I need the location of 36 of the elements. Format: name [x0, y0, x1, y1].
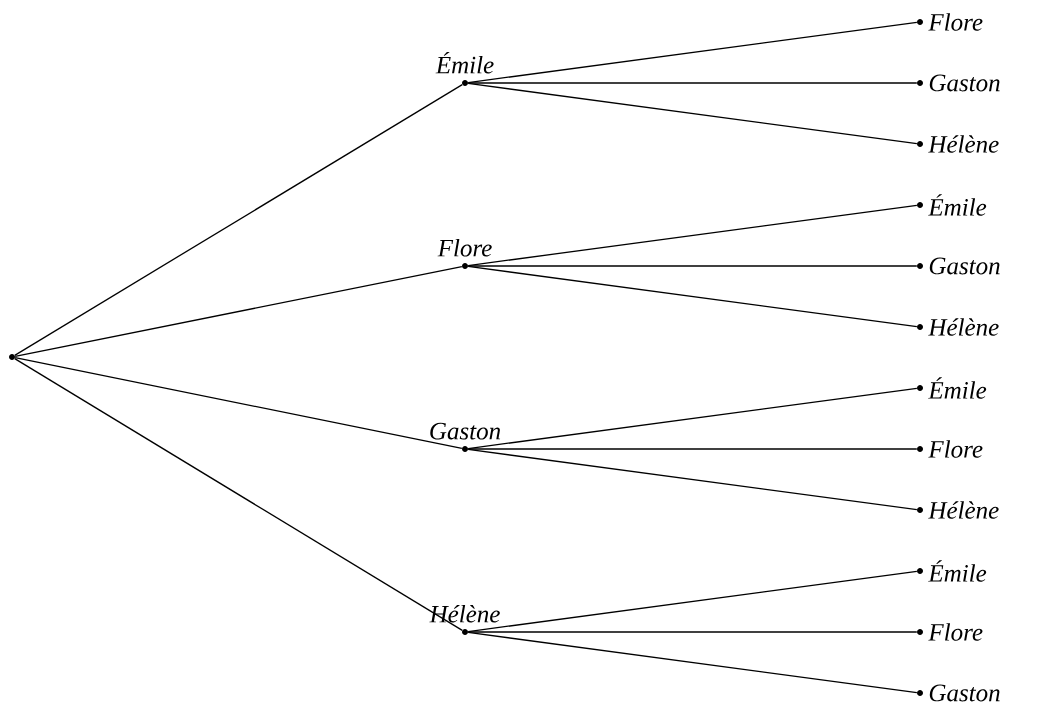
tree-node: Émile	[917, 194, 987, 216]
tree-node: Gaston	[430, 422, 501, 452]
node-label: Flore	[928, 13, 983, 31]
branch-line	[467, 265, 918, 267]
node-label: Émile	[928, 194, 987, 216]
branch-line	[467, 265, 918, 328]
tree-node: Hélène	[917, 501, 999, 519]
tree-node: Gaston	[917, 684, 1000, 702]
tree-node: Flore	[917, 623, 983, 641]
node-label: Émile	[928, 377, 987, 399]
branch-line	[14, 265, 463, 357]
branch-line	[467, 631, 918, 694]
node-label: Flore	[928, 623, 983, 641]
node-label: Émile	[435, 51, 494, 74]
node-label: Flore	[437, 239, 492, 257]
tree-node: Gaston	[917, 74, 1000, 92]
tree-node: Hélène	[917, 318, 999, 336]
node-label: Flore	[928, 440, 983, 458]
tree-node: Hélène	[917, 135, 999, 153]
branch-line	[467, 631, 918, 633]
tree-node: Émile	[435, 51, 494, 86]
branch-line	[14, 358, 463, 631]
node-label: Gaston	[430, 422, 501, 440]
branch-line	[467, 82, 918, 84]
tree-node: Flore	[437, 239, 492, 269]
tree-node: Émile	[917, 560, 987, 582]
branch-line	[14, 84, 463, 356]
branch-line	[467, 82, 918, 145]
branch-line	[467, 448, 918, 450]
tree-node: Émile	[917, 377, 987, 399]
tree-node: Flore	[917, 440, 983, 458]
branch-line	[14, 357, 463, 449]
tree-node: Gaston	[917, 257, 1000, 275]
tree-node: Flore	[917, 13, 983, 31]
node-label: Émile	[928, 560, 987, 582]
branch-line	[467, 448, 918, 511]
